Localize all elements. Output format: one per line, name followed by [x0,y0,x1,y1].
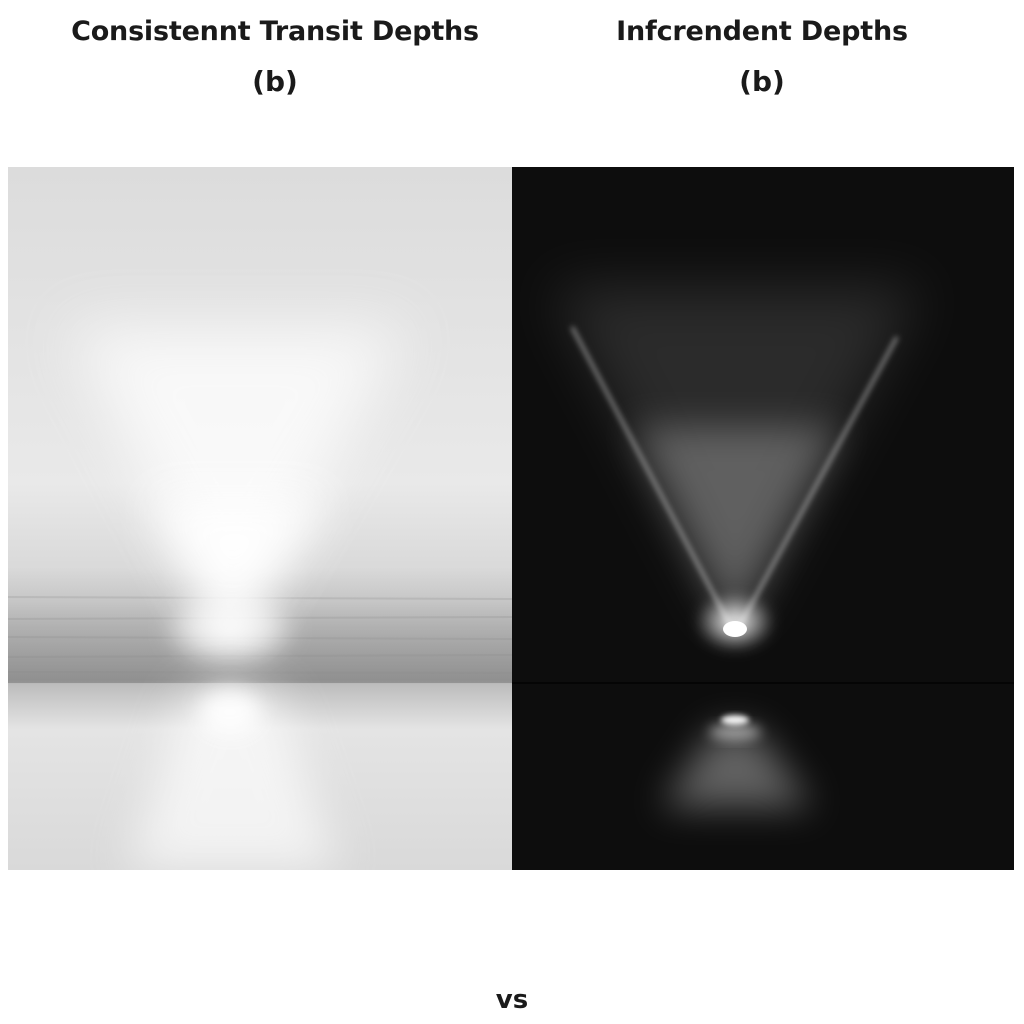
vs-label: vs [495,985,529,1015]
right-light-beam-image [512,287,1014,807]
left-light-beam-image [8,327,512,870]
left-heading: Consistennt Transit Depths (b) [35,12,515,104]
right-image-panel [512,167,1014,870]
left-image-panel [8,167,512,870]
left-panel-label: (b) [252,65,298,98]
right-heading: Infcrendent Depths (b) [522,12,1002,104]
right-title: Infcrendent Depths [616,16,908,47]
right-panel-label: (b) [739,65,785,98]
left-title: Consistennt Transit Depths [71,16,479,47]
